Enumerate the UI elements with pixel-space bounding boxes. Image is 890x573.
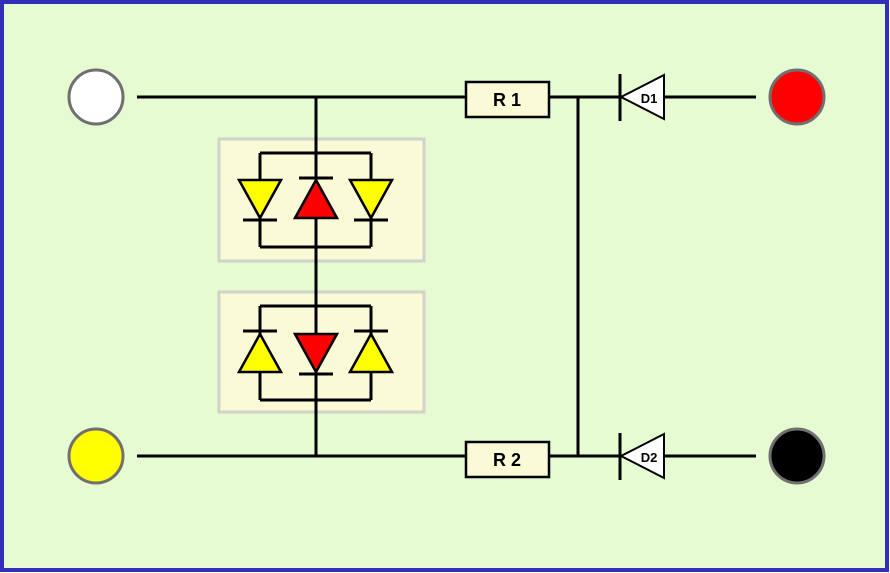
terminal-white[interactable] [67,68,125,126]
diode-d2: D2 [618,432,665,480]
module1-led-right [347,178,395,222]
module2-led-right [347,329,395,374]
resistor-r1: R 1 [464,80,551,119]
module2-led-center [292,332,340,376]
module1-led-center [292,176,340,220]
resistor-r2: R 2 [464,440,551,479]
terminal-yellow[interactable] [67,427,125,485]
terminal-black[interactable] [768,427,826,485]
diode-d2-label: D2 [641,450,658,465]
module1-led-left [236,178,284,222]
resistor-r1-label: R 1 [493,90,521,110]
diode-d1-label: D1 [641,91,658,106]
diode-d1: D1 [618,73,665,121]
module2-led-left [236,329,284,374]
resistor-r2-label: R 2 [493,450,521,470]
terminal-red[interactable] [768,68,826,126]
